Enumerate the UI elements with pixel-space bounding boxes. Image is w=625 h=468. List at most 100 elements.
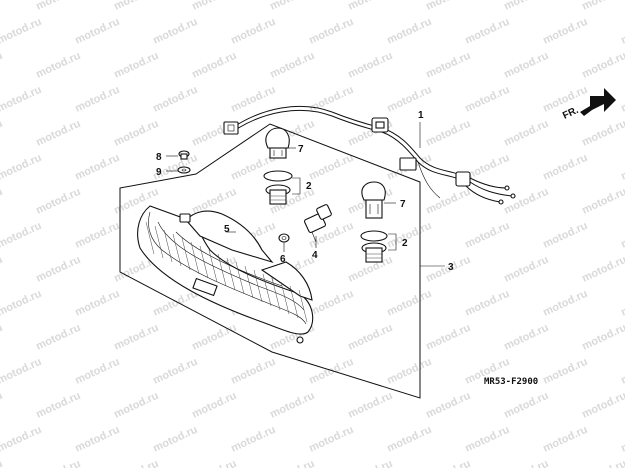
watermark-text: motod.ru	[73, 424, 121, 455]
watermark-text: motod.ru	[34, 458, 82, 468]
watermark-text: motod.ru	[73, 84, 121, 115]
lens-hatch-line	[154, 225, 164, 259]
lens-hatch-line	[145, 221, 155, 255]
watermark-text: motod.ru	[307, 356, 355, 387]
watermark-text: motod.ru	[34, 50, 82, 81]
watermark-text: motod.ru	[268, 390, 316, 421]
watermark-text: motod.ru	[190, 322, 238, 353]
watermark-text: motod.ru	[307, 424, 355, 455]
lens-hatch-line	[217, 253, 227, 287]
front-arrow-icon	[580, 88, 616, 116]
lens-hatch-line	[208, 249, 218, 283]
watermark-text: motod.ru	[190, 390, 238, 421]
lens-hatch-line	[181, 237, 191, 271]
screw-part-8	[178, 150, 190, 160]
leader-2a	[292, 177, 301, 195]
callout-9: 9	[156, 167, 162, 178]
watermark-text: motod.ru	[502, 458, 550, 468]
watermark-text: motod.ru	[268, 0, 316, 13]
lens-hatch-line	[190, 241, 200, 275]
lens-hatch-line	[226, 257, 236, 291]
watermark-text: motod.ru	[34, 0, 82, 13]
watermark-text: motod.ru	[34, 118, 82, 149]
watermark-text: motod.ru	[385, 356, 433, 387]
watermark-text: motod.ru	[73, 356, 121, 387]
watermark-text: motod.ru	[424, 458, 472, 468]
watermark-text: motod.ru	[0, 288, 43, 319]
watermark-text: motod.ru	[73, 152, 121, 183]
lens-hatch-line	[289, 285, 299, 319]
callout-7-right: 7	[400, 199, 406, 210]
watermark-text: motod.ru	[424, 322, 472, 353]
watermark-text: motod.ru	[541, 424, 589, 455]
assembly-outline	[119, 123, 421, 399]
callout-8: 8	[156, 152, 162, 163]
watermark-text: motod.ru	[0, 84, 43, 115]
socket-upper-part-2	[263, 170, 293, 205]
lens-hatch-line	[262, 273, 272, 307]
watermark-text: motod.ru	[385, 220, 433, 251]
watermark-text: motod.ru	[463, 16, 511, 47]
watermark-text: motod.ru	[619, 424, 625, 455]
watermark-text: motod.ru	[0, 50, 4, 81]
watermark-text: motod.ru	[0, 424, 43, 455]
watermark-text: motod.ru	[580, 254, 625, 285]
bulb-right-part-7	[361, 181, 386, 219]
watermark-text: motod.ru	[502, 50, 550, 81]
watermark-text: motod.ru	[502, 390, 550, 421]
watermark-text: motod.ru	[463, 220, 511, 251]
watermark-text: motod.ru	[0, 390, 4, 421]
lens-hatch-line	[253, 269, 263, 303]
watermark-text: motod.ru	[151, 16, 199, 47]
watermark-text: motod.ru	[346, 0, 394, 13]
tail-light-lens-part-5	[137, 205, 314, 344]
watermark-text: motod.ru	[463, 424, 511, 455]
watermark-text: motod.ru	[541, 288, 589, 319]
watermark-text: motod.ru	[619, 356, 625, 387]
watermark-text: motod.ru	[0, 118, 4, 149]
watermark-text: motod.ru	[307, 84, 355, 115]
watermark-text: motod.ru	[580, 186, 625, 217]
watermark-text: motod.ru	[0, 152, 43, 183]
watermark-text: motod.ru	[112, 50, 160, 81]
watermark-text: motod.ru	[541, 16, 589, 47]
lens-hatch-line	[280, 281, 290, 315]
lens-hatch-line	[271, 277, 281, 311]
watermark-text: motod.ru	[229, 356, 277, 387]
watermark-text: motod.ru	[619, 84, 625, 115]
watermark-text: motod.ru	[580, 390, 625, 421]
callout-4: 4	[312, 250, 318, 261]
watermark-text: motod.ru	[502, 254, 550, 285]
lens-hatch-line	[298, 289, 308, 323]
watermark-text: motod.ru	[619, 220, 625, 251]
watermark-text: motod.ru	[502, 118, 550, 149]
diagram-code: MR53-F2900	[484, 377, 538, 387]
callout-2-upper: 2	[306, 181, 312, 192]
callout-2-right: 2	[402, 238, 408, 249]
watermark-text: motod.ru	[619, 288, 625, 319]
watermark-text: motod.ru	[463, 288, 511, 319]
lens-hatch-line	[244, 265, 254, 299]
watermark-text: motod.ru	[151, 84, 199, 115]
watermark-text: motod.ru	[541, 220, 589, 251]
watermark-text: motod.ru	[0, 186, 4, 217]
wire-harness	[223, 105, 516, 205]
watermark-text: motod.ru	[580, 322, 625, 353]
callout-5: 5	[224, 224, 230, 235]
watermark-text: motod.ru	[34, 322, 82, 353]
watermark-text: motod.ru	[34, 254, 82, 285]
watermark-text: motod.ru	[0, 356, 43, 387]
watermark-text: motod.ru	[307, 152, 355, 183]
watermark-text: motod.ru	[385, 84, 433, 115]
watermark-text: motod.ru	[0, 0, 4, 13]
watermark-text: motod.ru	[580, 50, 625, 81]
watermark-text: motod.ru	[190, 458, 238, 468]
lens-hatch-line	[235, 261, 245, 295]
watermark-text: motod.ru	[580, 458, 625, 468]
washer-part-9	[177, 166, 191, 174]
watermark-text: motod.ru	[619, 152, 625, 183]
callout-3: 3	[448, 262, 454, 273]
watermark-text: motod.ru	[151, 424, 199, 455]
watermark-text: motod.ru	[541, 356, 589, 387]
